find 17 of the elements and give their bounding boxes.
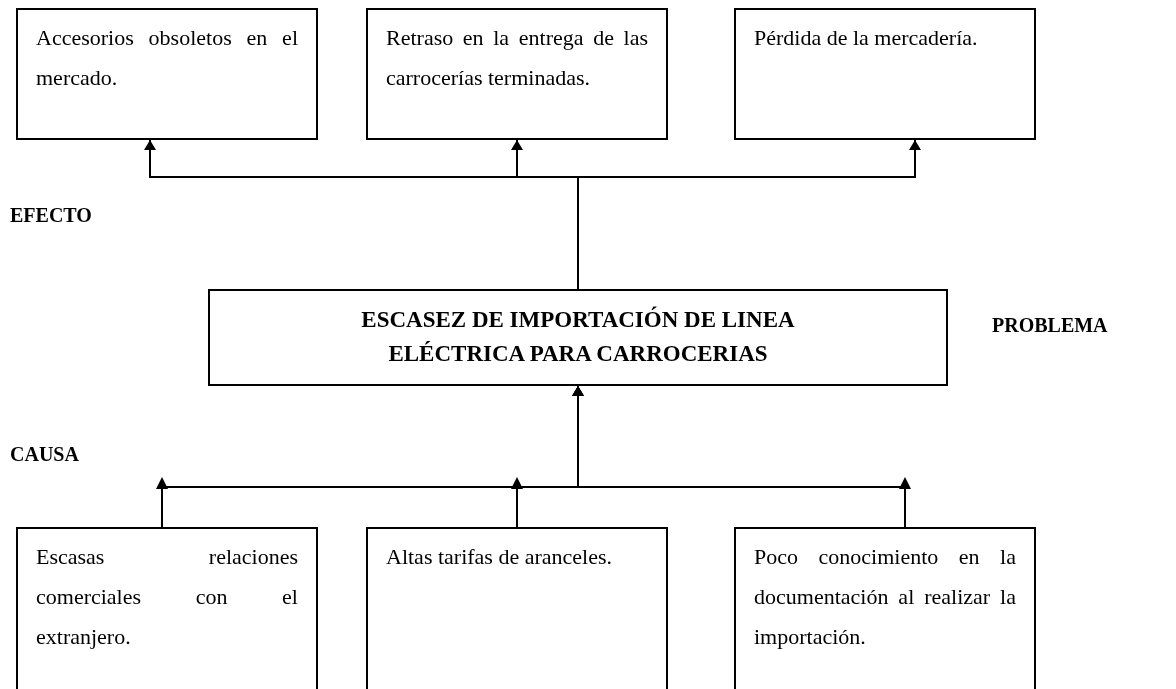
section-label: PROBLEMA	[992, 314, 1108, 337]
box-text: Altas tarifas de aranceles.	[386, 543, 613, 571]
box-text: Poco conocimiento en la documentación al realizar la importación.	[754, 543, 1016, 651]
text-box	[366, 8, 668, 140]
box-text: Pérdida de la mercadería.	[754, 24, 979, 52]
text-box	[16, 8, 318, 140]
box-text: Accesorios obsoletos en el mercado.	[36, 24, 298, 92]
text-box	[16, 527, 318, 689]
box-text: Escasas relaciones comerciales con el extranjero.	[36, 543, 298, 651]
section-label: CAUSA	[10, 443, 79, 466]
section-label: EFECTO	[10, 204, 92, 227]
box-text: Retraso en la entrega de las carrocerías terminadas.	[386, 24, 648, 92]
text-box	[366, 527, 668, 689]
box-text: ESCASEZ DE IMPORTACIÓN DE LINEA ELÉCTRICA PARA CARROCERIAS	[360, 305, 796, 368]
problem-box	[208, 289, 948, 386]
text-box	[734, 8, 1036, 140]
text-box	[734, 527, 1036, 689]
